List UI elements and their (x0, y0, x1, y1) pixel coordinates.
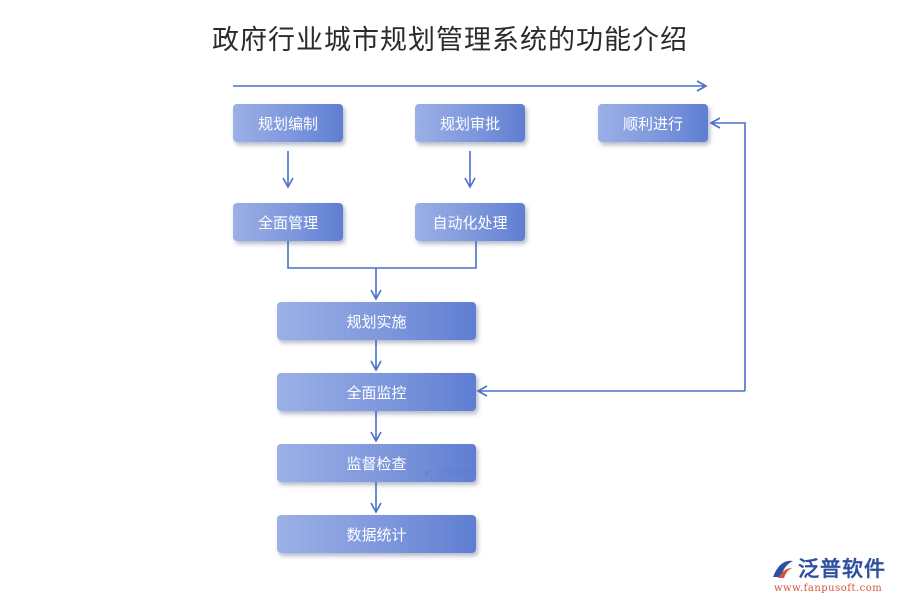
brand-url: www.fanpusoft.com (774, 583, 883, 594)
node-supervise-check: 监督检查 (277, 444, 476, 482)
merge-connector (287, 241, 477, 269)
node-auto-process: 自动化处理 (415, 203, 525, 241)
brand-logo: 泛普软件 www.fanpusoft.com (770, 553, 894, 597)
brand-name: 泛普软件 (798, 557, 886, 581)
node-plan-compile: 规划编制 (233, 104, 343, 142)
feedback-connector (709, 117, 746, 391)
brand-mark-icon (773, 560, 793, 578)
node-plan-approve: 规划审批 (415, 104, 525, 142)
node-full-monitor: 全面监控 (277, 373, 476, 411)
watermark-text: 泛普软件 (436, 469, 473, 480)
node-plan-implement: 规划实施 (277, 302, 476, 340)
node-data-stats: 数据统计 (277, 515, 476, 553)
watermark: 泛普软件 (422, 466, 478, 480)
diagram-title: 政府行业城市规划管理系统的功能介绍 (212, 25, 688, 56)
watermark-logo-icon (423, 470, 433, 477)
node-full-manage: 全面管理 (233, 203, 343, 241)
node-proceed: 顺利进行 (598, 104, 708, 142)
